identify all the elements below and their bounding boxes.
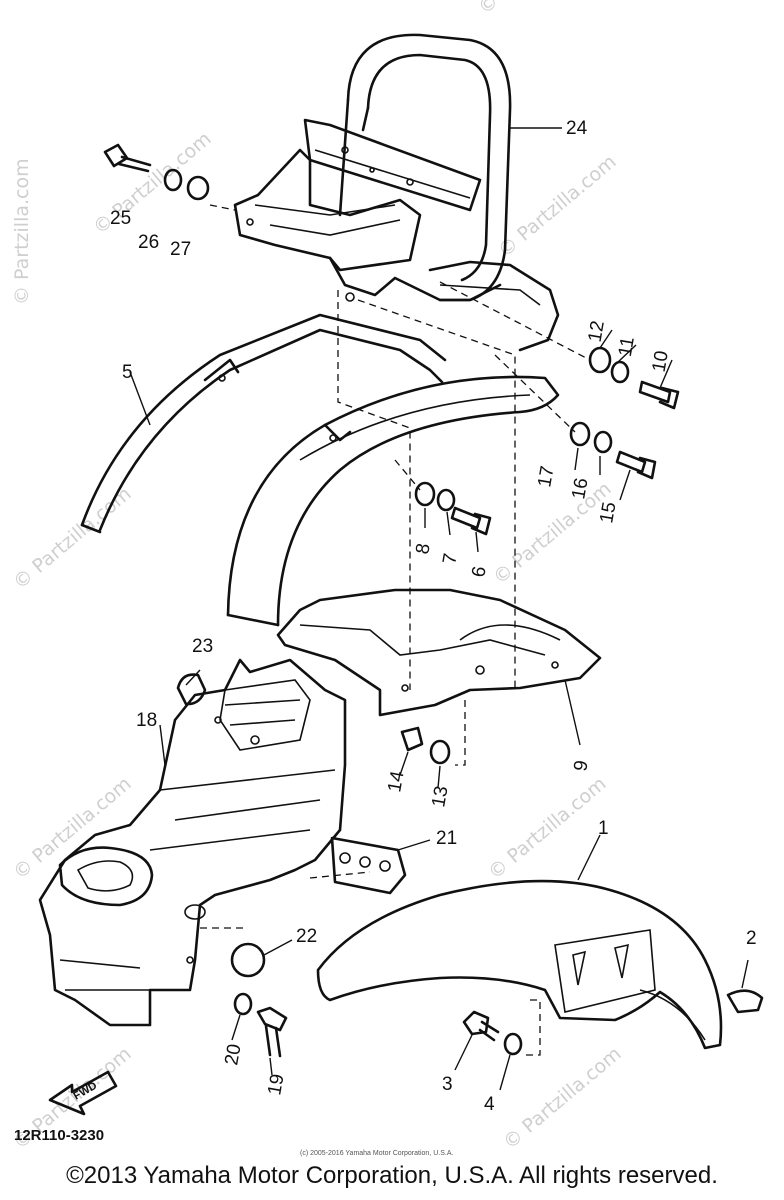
callout-14: 14 — [384, 769, 408, 794]
assembly-lines — [200, 204, 591, 1056]
callout-25: 25 — [110, 208, 131, 229]
callout-2: 2 — [746, 928, 757, 949]
washer-17 — [569, 421, 591, 447]
leader-lines — [129, 127, 749, 1091]
callout-10: 10 — [649, 349, 673, 373]
callout-15: 15 — [596, 500, 620, 524]
diagram-code: 12R110-3230 — [14, 1127, 104, 1144]
bolt-6 — [450, 506, 492, 536]
washer-4 — [503, 1032, 523, 1056]
bolt-25 — [103, 143, 152, 173]
washer-13 — [429, 739, 451, 765]
footer-copyright: ©2013 Yamaha Motor Corporation, U.S.A. A… — [66, 1162, 718, 1189]
washer-26 — [163, 168, 183, 192]
callout-18: 18 — [136, 710, 157, 731]
washer-20 — [233, 992, 253, 1016]
watermark-9: © Partzilla.com — [474, 0, 600, 19]
part-clip-23 — [176, 673, 207, 706]
callout-7: 7 — [439, 552, 462, 566]
part-plate-21 — [330, 836, 407, 895]
washer-16 — [593, 430, 613, 454]
callout-26: 26 — [138, 232, 159, 253]
watermark-3: © Partzilla.com — [9, 483, 135, 594]
callout-23: 23 — [192, 636, 213, 657]
callout-12: 12 — [585, 319, 609, 343]
callout-16: 16 — [568, 476, 592, 500]
part-rear-inner-fender — [38, 658, 347, 1027]
bolt-15 — [615, 450, 657, 480]
part-grommet-22 — [230, 942, 266, 978]
washer-12 — [588, 346, 612, 374]
bolt-10 — [638, 380, 680, 410]
washers — [163, 168, 630, 1056]
callout-4: 4 — [484, 1094, 495, 1115]
callout-1: 1 — [598, 818, 609, 839]
washer-7 — [436, 488, 456, 512]
nut-14 — [400, 726, 424, 752]
callout-22: 22 — [296, 926, 317, 947]
callout-24: 24 — [566, 118, 588, 139]
watermarks: © Partzilla.com © Partzilla.com © Partzi… — [9, 0, 625, 1154]
callout-9: 9 — [570, 759, 593, 773]
callout-3: 3 — [442, 1074, 453, 1095]
bolts — [103, 143, 680, 1058]
callout-19: 19 — [264, 1072, 288, 1096]
callouts: 24 25 26 27 12 11 10 5 17 16 15 8 7 6 23… — [110, 118, 757, 1115]
part-clip-2 — [726, 989, 764, 1014]
watermark-8: © Partzilla.com — [499, 1043, 625, 1154]
part-grab-bar — [233, 33, 560, 352]
bolt-3 — [462, 1010, 500, 1042]
watermark-left: © Partzilla.com — [11, 158, 33, 305]
callout-27: 27 — [170, 239, 191, 260]
watermark-4: © Partzilla.com — [489, 478, 615, 589]
callout-17: 17 — [534, 464, 558, 488]
callout-13: 13 — [428, 784, 452, 808]
part-rear-fender — [226, 375, 560, 627]
washer-27 — [186, 175, 210, 201]
callout-5: 5 — [122, 362, 133, 383]
callout-20: 20 — [221, 1042, 245, 1066]
part-fender-bracket — [276, 588, 602, 717]
part-front-fender — [316, 879, 723, 1050]
watermark-6: © Partzilla.com — [484, 773, 610, 884]
callout-8: 8 — [412, 542, 435, 556]
watermark-1: © Partzilla.com — [89, 128, 215, 239]
washer-11 — [610, 360, 630, 384]
part-side-rail — [80, 313, 447, 534]
washer-8 — [414, 481, 436, 507]
callout-21: 21 — [436, 828, 457, 849]
small-copyright: (c) 2005-2016 Yamaha Motor Corporation, … — [300, 1150, 453, 1157]
callout-11: 11 — [615, 335, 639, 358]
callout-6: 6 — [468, 565, 491, 579]
watermark-2: © Partzilla.com — [494, 151, 620, 262]
bolt-19 — [256, 1006, 288, 1058]
